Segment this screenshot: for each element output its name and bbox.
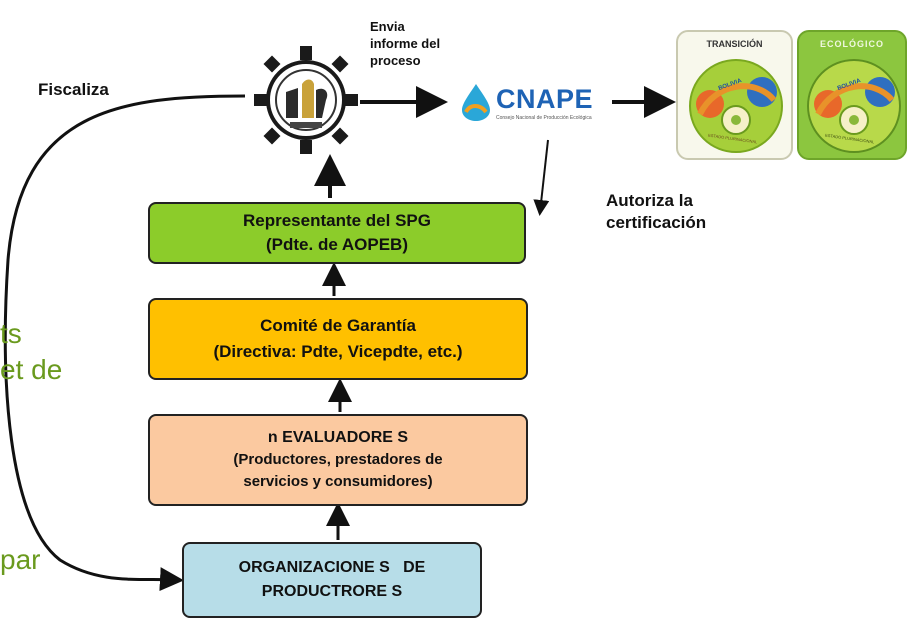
institution-seal-logo xyxy=(254,46,358,154)
seal-transicion: TRANSICIÓN BOLIVIA ESTADO PLURINACIONAL xyxy=(676,30,793,160)
fiscaliza-curve xyxy=(3,94,246,592)
cnape-text: CNAPE xyxy=(496,84,594,114)
arrow-cnape-authorize xyxy=(533,139,550,216)
comite-line-1: Comité de Garantía xyxy=(260,316,416,335)
evaluadores-line-1: n EVALUADORE S xyxy=(267,429,409,446)
fiscaliza-label: Fiscaliza xyxy=(38,80,109,99)
seal-ecologico: ECOLÓGICO BOLIVIA ESTADO PLURINACIONAL xyxy=(797,30,907,160)
comite-box: Comité de Garantía (Directiva: Pdte, Vic… xyxy=(148,298,528,380)
envia-informe-label: Envia informe del proceso xyxy=(370,18,440,69)
autoriza-label: Autoriza la certificación xyxy=(606,190,706,234)
organizaciones-line-2: PRODUCTRORE S xyxy=(261,583,403,600)
autoriza-line-1: Autoriza la xyxy=(606,191,693,210)
seal-transicion-emblem xyxy=(689,59,783,153)
representante-line-2: (Pdte. de AOPEB) xyxy=(266,235,408,254)
seal-ecologico-title: ECOLÓGICO xyxy=(819,39,884,49)
organizaciones-line-1: ORGANIZACIONE S DE xyxy=(238,559,426,576)
cut-text-2: et de xyxy=(0,354,63,385)
evaluadores-line-3: servicios y consumidores) xyxy=(243,473,433,490)
evaluadores-box: n EVALUADORE S (Productores, prestadores… xyxy=(148,414,528,506)
evaluadores-line-2: (Productores, prestadores de xyxy=(233,451,443,468)
seal-ecologico-emblem xyxy=(807,59,901,153)
cut-text-3: par xyxy=(0,544,41,575)
autoriza-line-2: certificación xyxy=(606,213,707,232)
water-drop-icon xyxy=(462,84,490,121)
representante-box: Representante del SPG (Pdte. de AOPEB) xyxy=(148,202,526,264)
organizaciones-box: ORGANIZACIONE S DE PRODUCTRORE S xyxy=(182,542,482,618)
seal-transicion-title: TRANSICIÓN xyxy=(706,39,763,49)
cut-text-1: ts xyxy=(0,318,22,349)
cnape-logo: CNAPE Consejo Nacional de Producción Eco… xyxy=(456,80,616,128)
representante-line-1: Representante del SPG xyxy=(242,211,431,230)
envia-line-3: proceso xyxy=(370,53,421,68)
envia-line-2: informe del xyxy=(370,36,441,51)
envia-line-1: Envia xyxy=(370,19,405,34)
cnape-subtitle: Consejo Nacional de Producción Ecológica xyxy=(496,115,592,121)
comite-line-2: (Directiva: Pdte, Vicepdte, etc.) xyxy=(213,342,463,361)
